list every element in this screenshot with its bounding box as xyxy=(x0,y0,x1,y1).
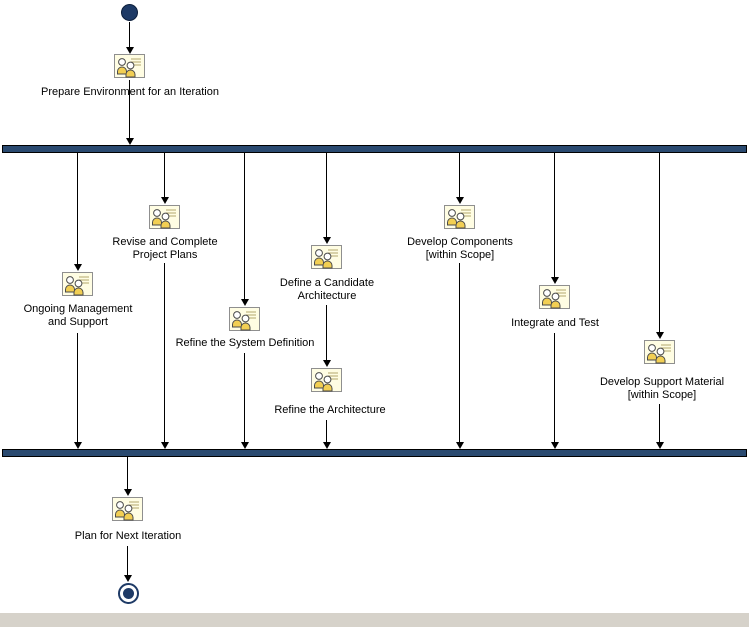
flow-arrow xyxy=(73,333,82,449)
flow-arrow xyxy=(123,546,132,582)
ongoing-management-label[interactable]: Ongoing Management and Support xyxy=(23,303,133,328)
flow-arrow xyxy=(240,353,249,449)
refine-system-definition-label[interactable]: Refine the System Definition xyxy=(175,337,315,349)
refine-architecture-icon[interactable] xyxy=(311,368,342,392)
initial-node-icon xyxy=(121,4,138,21)
prepare-environment-label[interactable]: Prepare Environment for an Iteration xyxy=(41,86,219,98)
flow-arrow xyxy=(655,404,664,449)
revise-project-plans-label[interactable]: Revise and Complete Project Plans xyxy=(112,236,218,261)
prepare-environment-icon[interactable] xyxy=(114,54,145,78)
revise-project-plans-icon[interactable] xyxy=(149,205,180,229)
window-bottom-edge xyxy=(0,613,749,627)
flow-arrow xyxy=(240,153,249,306)
flow-arrow xyxy=(455,153,464,204)
flow-arrow xyxy=(322,305,331,367)
join-bar xyxy=(2,449,747,457)
develop-components-label[interactable]: Develop Components [within Scope] xyxy=(407,236,513,261)
flow-arrow xyxy=(123,457,132,496)
final-node-dot xyxy=(123,588,134,599)
refine-system-definition-icon[interactable] xyxy=(229,307,260,331)
refine-architecture-label[interactable]: Refine the Architecture xyxy=(274,404,386,416)
flow-arrow xyxy=(655,153,664,339)
develop-support-material-label[interactable]: Develop Support Material [within Scope] xyxy=(599,376,725,401)
flow-arrow xyxy=(550,333,559,449)
develop-support-material-icon[interactable] xyxy=(644,340,675,364)
plan-next-iteration-label[interactable]: Plan for Next Iteration xyxy=(74,530,182,542)
develop-components-icon[interactable] xyxy=(444,205,475,229)
flow-arrow xyxy=(73,153,82,271)
plan-next-iteration-icon[interactable] xyxy=(112,497,143,521)
ongoing-management-icon[interactable] xyxy=(62,272,93,296)
define-candidate-architecture-icon[interactable] xyxy=(311,245,342,269)
integrate-and-test-icon[interactable] xyxy=(539,285,570,309)
flow-arrow xyxy=(455,263,464,449)
flow-arrow xyxy=(125,80,134,145)
flow-arrow xyxy=(322,153,331,244)
flow-arrow xyxy=(322,420,331,449)
flow-arrow xyxy=(160,263,169,449)
flow-arrow xyxy=(160,153,169,204)
integrate-and-test-label[interactable]: Integrate and Test xyxy=(511,317,599,329)
flow-arrow xyxy=(550,153,559,284)
define-candidate-architecture-label[interactable]: Define a Candidate Architecture xyxy=(279,277,375,302)
final-node-icon xyxy=(118,583,139,604)
fork-bar xyxy=(2,145,747,153)
flow-arrow xyxy=(125,22,134,54)
